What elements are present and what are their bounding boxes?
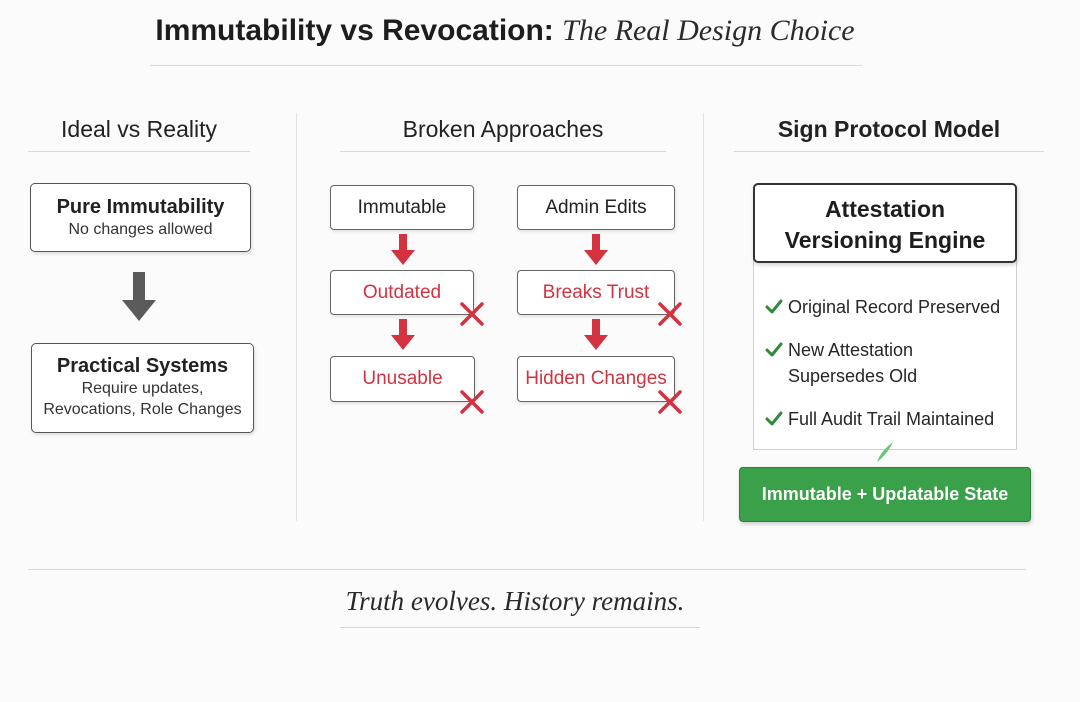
attestation-engine-box: Attestation Versioning Engine — [753, 183, 1017, 263]
footer-divider-bottom — [340, 627, 700, 628]
immutable-updatable-state-button: Immutable + Updatable State — [739, 467, 1031, 522]
footer-tagline: Truth evolves. History remains. — [345, 586, 685, 616]
sign-heading-divider — [734, 151, 1044, 152]
ideal-heading-divider — [28, 151, 250, 152]
ideal-column-heading: Ideal vs Reality — [61, 116, 217, 142]
check-item: Full Audit Trail Maintained — [764, 406, 1014, 432]
unusable-box: Unusable — [330, 356, 475, 402]
red-down-arrow-icon — [584, 319, 608, 350]
check-icon — [765, 342, 783, 357]
check-item-line-1: Full Audit Trail Maintained — [788, 409, 995, 429]
check-item-line-1: Original Record Preserved — [788, 297, 1001, 317]
check-item: New Attestation Supersedes Old — [764, 337, 1014, 389]
check-item-line-2: Supersedes Old — [788, 366, 918, 386]
page-title: Immutability vs Revocation: The Real Des… — [0, 14, 1010, 48]
title-subtitle: The Real Design Choice — [562, 14, 855, 47]
practical-systems-desc-1: Require updates, — [81, 380, 204, 397]
sign-column-heading: Sign Protocol Model — [777, 116, 1001, 142]
practical-systems-box: Practical Systems Require updates, Revoc… — [31, 343, 254, 433]
broken-heading-divider — [340, 151, 666, 152]
x-mark-icon — [658, 390, 682, 414]
outdated-box: Outdated — [330, 270, 474, 315]
pure-immutability-box: Pure Immutability No changes allowed — [30, 183, 251, 252]
hidden-changes-box: Hidden Changes — [517, 356, 675, 402]
engine-title-line-2: Versioning Engine — [784, 227, 986, 253]
admin-edits-box: Admin Edits — [517, 185, 675, 230]
footer-divider-top — [28, 569, 1026, 570]
breaks-trust-box: Breaks Trust — [517, 270, 675, 315]
down-arrow-icon — [122, 272, 156, 321]
red-down-arrow-icon — [584, 234, 608, 265]
pure-immutability-title: Pure Immutability — [56, 196, 225, 218]
title-divider — [150, 65, 862, 66]
red-down-arrow-icon — [391, 319, 415, 350]
practical-systems-title: Practical Systems — [56, 355, 229, 377]
column-separator-right — [703, 113, 704, 521]
title-main: Immutability vs Revocation: — [155, 14, 554, 47]
x-mark-icon — [460, 302, 484, 326]
check-icon — [765, 411, 783, 426]
leaf-accent-icon — [877, 442, 893, 462]
check-item-line-1: New Attestation — [788, 340, 914, 360]
column-separator-left — [296, 113, 297, 521]
x-mark-icon — [460, 390, 484, 414]
check-icon — [765, 299, 783, 314]
broken-column-heading: Broken Approaches — [402, 116, 604, 142]
practical-systems-desc-2: Revocations, Role Changes — [43, 401, 242, 418]
pure-immutability-desc: No changes allowed — [68, 221, 213, 238]
check-item: Original Record Preserved — [764, 294, 1014, 320]
x-mark-icon — [658, 302, 682, 326]
immutable-box: Immutable — [330, 185, 474, 230]
engine-title-line-1: Attestation — [824, 196, 946, 222]
red-down-arrow-icon — [391, 234, 415, 265]
